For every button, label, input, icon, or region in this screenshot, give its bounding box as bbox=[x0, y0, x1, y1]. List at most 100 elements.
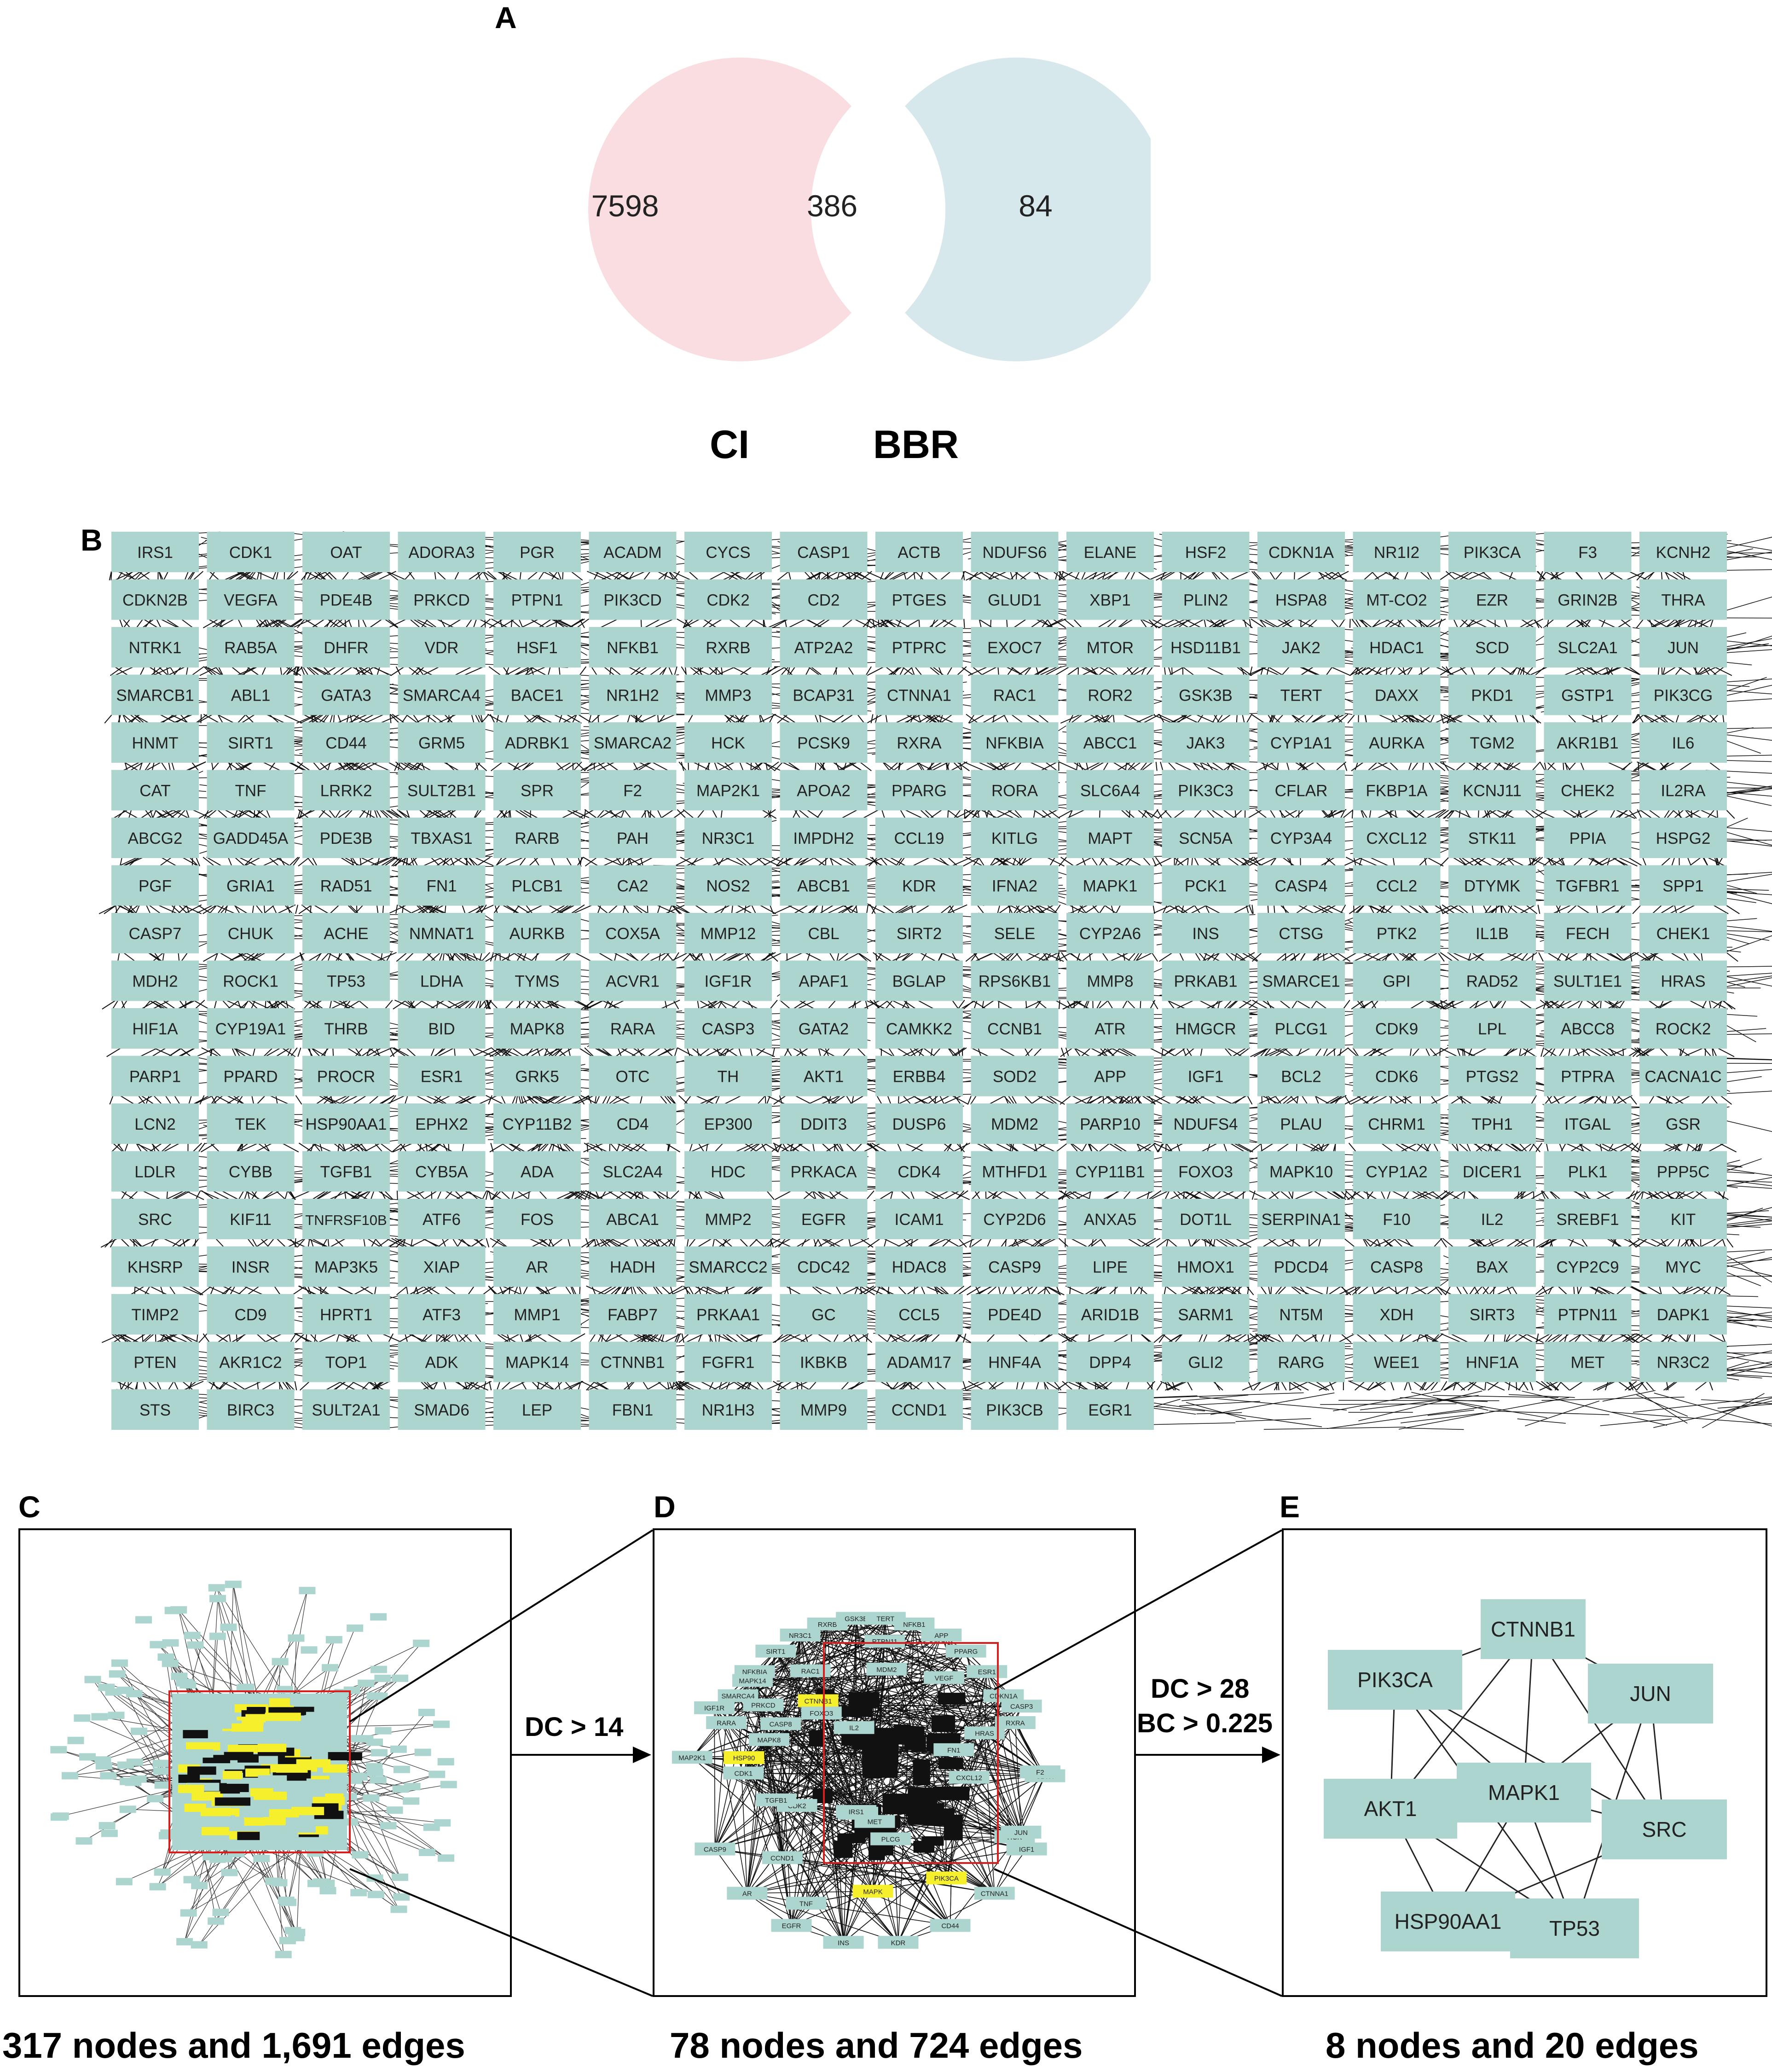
grid-edge bbox=[1663, 809, 1670, 819]
grid-edge bbox=[313, 666, 331, 676]
grid-edge bbox=[828, 999, 836, 1010]
grid-edge bbox=[214, 618, 227, 628]
grid-edge bbox=[1531, 714, 1539, 724]
grid-edge bbox=[911, 666, 915, 676]
grid-edge bbox=[965, 571, 985, 581]
grid-edge bbox=[1212, 1381, 1223, 1391]
grid-edge bbox=[1239, 857, 1259, 867]
grid-edge bbox=[1129, 666, 1140, 676]
grid-edge bbox=[1407, 904, 1423, 914]
grid-edge bbox=[1484, 1381, 1505, 1391]
grid-edge bbox=[558, 714, 562, 724]
grid-edge bbox=[1533, 618, 1542, 628]
grid-edge bbox=[1442, 1238, 1454, 1248]
grid-edge bbox=[113, 809, 128, 819]
grid-edge bbox=[1089, 952, 1091, 962]
grid-edge bbox=[430, 952, 441, 962]
grid-edge bbox=[117, 714, 122, 724]
grid-edge bbox=[212, 1190, 231, 1200]
grid-edge bbox=[538, 618, 552, 628]
grid-edge bbox=[1418, 714, 1432, 724]
grid-edge bbox=[1173, 809, 1186, 819]
grid-edge bbox=[347, 761, 361, 772]
grid-edge bbox=[781, 761, 801, 772]
grid-edge bbox=[519, 571, 521, 580]
venn-label-bbr: BBR bbox=[873, 423, 959, 467]
grid-edge bbox=[838, 571, 854, 581]
grid-edge bbox=[1345, 857, 1364, 867]
grid-edge bbox=[1408, 1381, 1412, 1391]
grid-edge bbox=[340, 857, 355, 867]
grid-edge bbox=[1298, 666, 1319, 676]
grid-edge bbox=[454, 666, 473, 676]
grid-edge bbox=[1672, 809, 1683, 819]
grid-edge bbox=[1019, 571, 1032, 581]
grid-edge bbox=[1036, 1095, 1056, 1105]
grid-edge bbox=[197, 714, 214, 724]
grid-edge bbox=[955, 809, 973, 819]
grid-edge bbox=[837, 761, 856, 772]
grid-edge bbox=[854, 1000, 856, 1010]
grid-edge bbox=[717, 761, 735, 772]
grid-edge bbox=[565, 1285, 572, 1295]
grid-edge bbox=[1224, 761, 1242, 772]
grid-edge bbox=[991, 1190, 1004, 1200]
grid-edge bbox=[1546, 761, 1556, 772]
grid-edge bbox=[911, 1238, 913, 1248]
grid-edge bbox=[596, 761, 616, 772]
grid-edge bbox=[686, 1238, 689, 1248]
grid-edge bbox=[521, 761, 535, 772]
grid-edge bbox=[1696, 714, 1712, 724]
grid-edge bbox=[313, 571, 326, 581]
grid-edge bbox=[729, 618, 741, 628]
grid-edge bbox=[487, 714, 504, 724]
grid-edge bbox=[163, 571, 169, 580]
grid-edge bbox=[938, 857, 950, 867]
grid-edge bbox=[1424, 857, 1427, 866]
grid-edge bbox=[807, 571, 825, 581]
grid-edge bbox=[142, 1190, 162, 1200]
grid-edge bbox=[774, 761, 783, 772]
grid-edge bbox=[1206, 809, 1215, 819]
grid-edge bbox=[214, 1333, 229, 1343]
grid-edge bbox=[868, 904, 887, 914]
grid-edge bbox=[1593, 857, 1610, 867]
grid-edge bbox=[203, 809, 209, 819]
grid-edge bbox=[1571, 1047, 1592, 1057]
grid-edge bbox=[168, 1381, 174, 1391]
grid-edge bbox=[777, 571, 789, 581]
grid-edge bbox=[643, 571, 651, 581]
grid-edge bbox=[1295, 1333, 1307, 1343]
grid-edge bbox=[1175, 714, 1193, 724]
grid-edge bbox=[690, 857, 699, 867]
grid-edge bbox=[1587, 857, 1604, 867]
grid-edge bbox=[312, 857, 318, 866]
grid-edge bbox=[1251, 618, 1265, 628]
grid-edge bbox=[596, 809, 605, 819]
grid-edge bbox=[686, 1047, 690, 1057]
grid-edge bbox=[794, 1095, 812, 1105]
grid-edge bbox=[938, 952, 944, 962]
grid-edge bbox=[904, 809, 923, 819]
grid-edge bbox=[278, 1381, 284, 1391]
grid-edge bbox=[169, 1285, 176, 1295]
grid-edge bbox=[1674, 666, 1683, 676]
grid-edge bbox=[527, 571, 539, 581]
grid-edge bbox=[171, 761, 175, 771]
grid-edge bbox=[866, 1190, 874, 1200]
grid-edge bbox=[1407, 714, 1412, 724]
grid-edge bbox=[1580, 714, 1601, 724]
grid-edge bbox=[947, 904, 967, 914]
grid-edge bbox=[1268, 1190, 1281, 1200]
grid-edge bbox=[1327, 571, 1340, 581]
grid-edge bbox=[511, 1095, 516, 1105]
grid-edge bbox=[1250, 1143, 1262, 1153]
grid-edge bbox=[442, 809, 457, 819]
grid-edge bbox=[819, 761, 827, 772]
grid-edge bbox=[374, 1286, 377, 1295]
panel-b-letter: B bbox=[81, 523, 103, 557]
venn-diagram: 7598 386 84 CI BBR bbox=[588, 58, 1151, 467]
grid-edge bbox=[1184, 618, 1202, 628]
grid-edge bbox=[1663, 571, 1679, 581]
grid-edge bbox=[203, 904, 217, 914]
